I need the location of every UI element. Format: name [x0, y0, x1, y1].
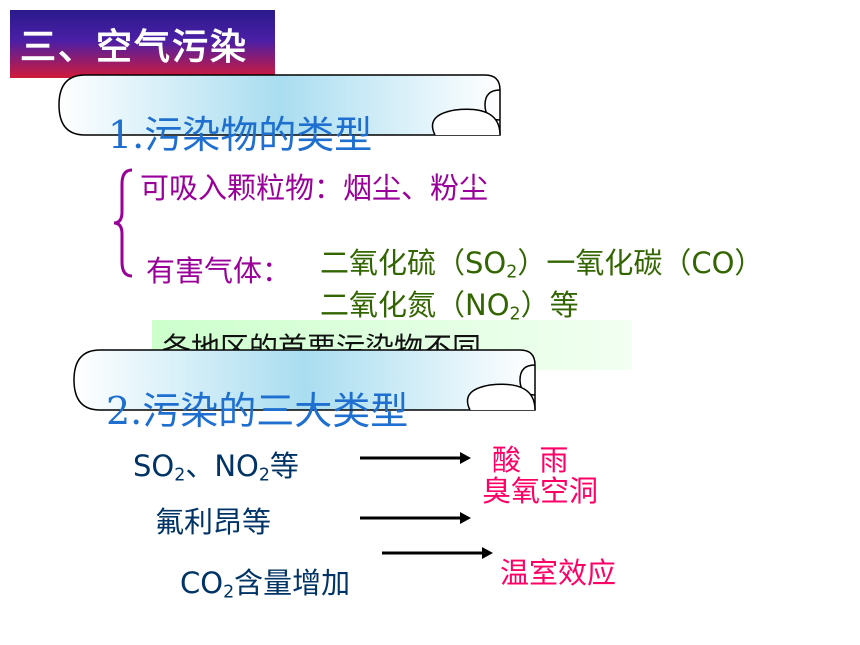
effect-ozone-hole: 臭氧空洞 [482, 474, 599, 508]
section1-heading: 1.污染物的类型 [108, 113, 373, 157]
cause-so2-no2: SO2、NO2等 [133, 449, 299, 486]
gas-line-2: 二氧化氮（NO2）等 [320, 288, 579, 325]
arrow-3 [382, 545, 494, 564]
section2-heading: 2.污染的三大类型 [106, 389, 409, 433]
gas-line-1: 二氧化硫（SO2）一氧化碳（CO） [320, 246, 764, 283]
arrow-1 [360, 450, 472, 469]
slide-title: 三、空气污染 [20, 27, 249, 68]
cause-freon: 氟利昂等 [155, 505, 272, 539]
scroll-banner-1 [55, 70, 505, 140]
title-banner [10, 10, 275, 78]
brace [112, 166, 136, 284]
scroll-banner-2 [70, 345, 540, 415]
gas-label: 有害气体： [146, 254, 292, 288]
pm-item: 可吸入颗粒物：烟尘、粉尘 [140, 171, 489, 205]
arrow-2 [360, 510, 472, 529]
cause-co2: CO2含量增加 [180, 566, 351, 603]
effect-acid-rain: 酸 雨 [492, 443, 569, 477]
effect-greenhouse: 温室效应 [500, 556, 617, 590]
